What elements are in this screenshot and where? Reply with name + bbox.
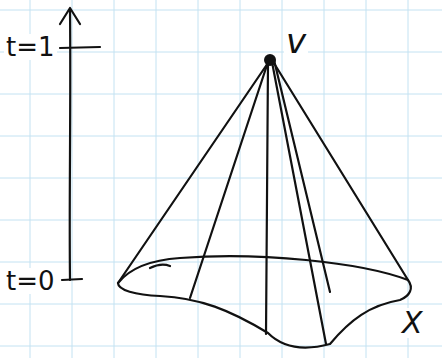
axis-tick <box>62 279 82 280</box>
grid-line <box>0 136 442 137</box>
grid-line <box>0 10 442 11</box>
cone-line <box>190 62 268 298</box>
grid-line <box>0 304 442 305</box>
grid-line <box>0 52 442 53</box>
axis-label: t=0 <box>4 268 57 294</box>
base-region <box>118 256 411 347</box>
axis-tick <box>60 47 100 48</box>
cone-line <box>118 60 270 283</box>
point-label: v <box>284 24 308 58</box>
base-stroke <box>150 265 170 268</box>
axis-arrowhead <box>60 8 80 24</box>
time-axis <box>69 10 72 280</box>
grid-line <box>0 178 442 179</box>
apex-point <box>264 54 276 66</box>
cone-line <box>266 62 268 334</box>
cone-line <box>272 60 408 280</box>
axis-label: t=1 <box>4 34 57 60</box>
grid-line <box>0 220 442 221</box>
grid-line <box>0 346 442 347</box>
grid-line <box>0 262 442 263</box>
set-label: X <box>400 308 425 338</box>
grid-line <box>0 94 442 95</box>
cone-line <box>274 60 330 292</box>
